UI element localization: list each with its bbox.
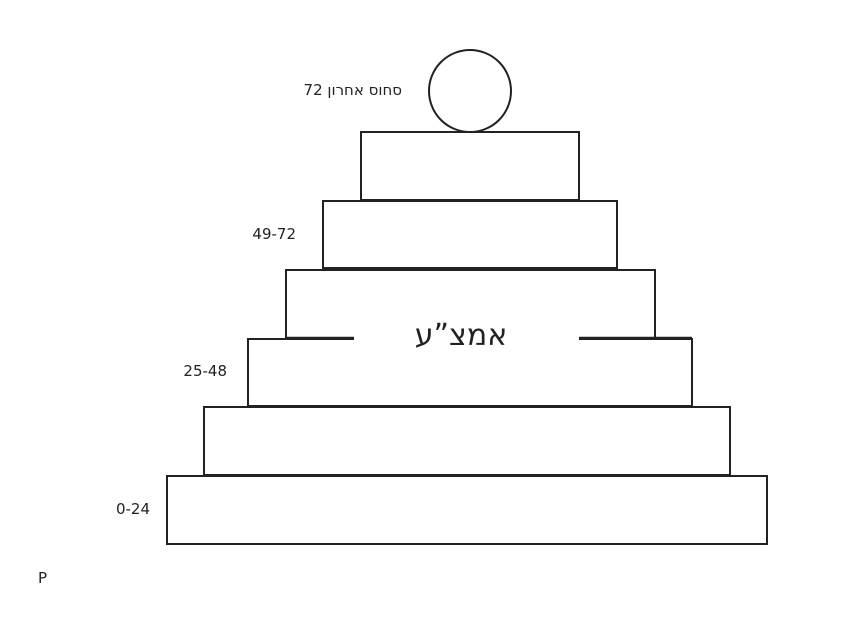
center-gap xyxy=(354,334,579,344)
tier-5 xyxy=(203,406,731,476)
range-label-25-48: 25-48 xyxy=(183,362,227,380)
top-circle xyxy=(428,49,512,133)
tier-2 xyxy=(322,200,618,269)
tier-6 xyxy=(166,475,768,545)
tier-3 xyxy=(285,269,656,339)
range-label-49-72: 49-72 xyxy=(252,225,296,243)
range-label-0-24: 0-24 xyxy=(116,500,150,518)
corner-mark: P xyxy=(38,569,47,587)
tier-1 xyxy=(360,131,580,201)
tier-4 xyxy=(247,338,693,407)
top-circle-label: 72 סחוס אחרון xyxy=(304,81,402,99)
center-label: אמצ”ע xyxy=(415,318,508,353)
